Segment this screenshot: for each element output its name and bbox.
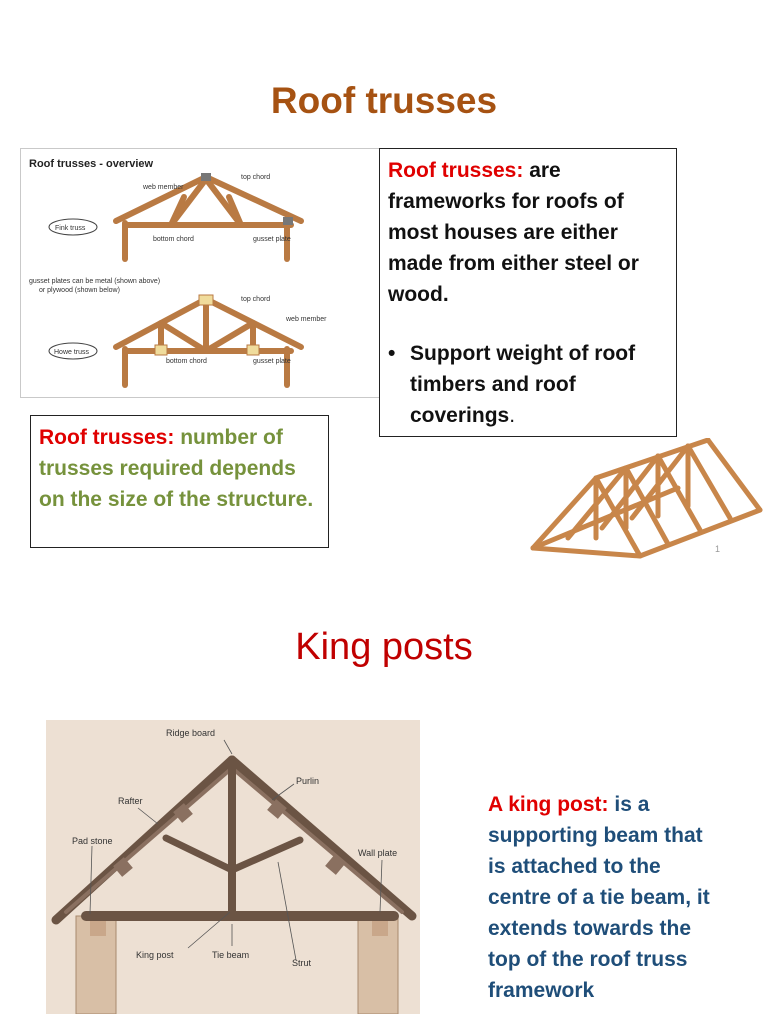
note-line2: or plywood (shown below) — [39, 287, 120, 294]
label-gusset-plate: gusset plate — [253, 236, 291, 243]
roof-trusses-definition-box: Roof trusses: are frameworks for roofs o… — [379, 148, 677, 437]
number-box-text: number of trusses required depends on th… — [39, 426, 314, 511]
truss-3d-image: 1 — [528, 437, 768, 574]
bullet-item: Support weight of roof timbers and roof … — [388, 338, 668, 431]
truss-overview-svg: Roof trusses - overview web member top c… — [29, 158, 327, 388]
label-strut: Strut — [292, 958, 312, 968]
page-number: 1 — [715, 544, 721, 554]
label-king-post: King post — [136, 950, 174, 960]
label-ridge-board: Ridge board — [166, 728, 215, 738]
label-top-chord: top chord — [241, 174, 270, 181]
label-web-member: web member — [142, 184, 184, 191]
label-fink-truss: Fink truss — [55, 225, 86, 232]
king-post-diagram: Ridge board Purlin Rafter Pad stone Wall… — [46, 720, 420, 1015]
roof-trusses-number-box: Roof trusses: number of trusses required… — [30, 415, 329, 548]
fink-truss-drawing — [113, 174, 304, 262]
definition-bullets: Support weight of roof timbers and roof … — [388, 338, 668, 431]
slide-title-roof-trusses: Roof trusses — [270, 80, 498, 121]
gusset-plate-top — [201, 173, 211, 181]
number-box-label: Roof trusses: — [39, 426, 175, 449]
definition-text: are frameworks for roofs of most houses … — [388, 159, 639, 306]
king-post-svg: Ridge board Purlin Rafter Pad stone Wall… — [51, 728, 417, 1015]
slide-title-king-posts: King posts — [295, 626, 473, 668]
plywood-gusset-top — [198, 294, 214, 306]
overview-heading: Roof trusses - overview — [29, 158, 154, 170]
howe-truss-drawing — [113, 296, 304, 388]
label-rafter: Rafter — [118, 796, 143, 806]
label-web-member-2: web member — [285, 316, 327, 323]
note-line1: gusset plates can be metal (shown above) — [29, 278, 160, 285]
definition-label: Roof trusses: — [388, 159, 524, 182]
label-purlin: Purlin — [296, 776, 319, 786]
label-bottom-chord: bottom chord — [153, 236, 194, 243]
roof-truss-overview-figure: Roof trusses - overview web member top c… — [20, 148, 382, 398]
label-bottom-chord-2: bottom chord — [166, 358, 207, 365]
king-post-description: A king post: is a supporting beam that i… — [488, 789, 718, 1024]
gusset-plate-right — [283, 217, 293, 225]
label-howe-truss: Howe truss — [54, 349, 90, 356]
king-post-text: is a supporting beam that is attached to… — [488, 793, 710, 1002]
label-wall-plate: Wall plate — [358, 848, 397, 858]
label-gusset-plate-2: gusset plate — [253, 358, 291, 365]
label-top-chord-2: top chord — [241, 296, 270, 303]
label-tie-beam: Tie beam — [212, 950, 249, 960]
label-pad-stone: Pad stone — [72, 836, 113, 846]
king-post-label: A king post: — [488, 793, 609, 816]
